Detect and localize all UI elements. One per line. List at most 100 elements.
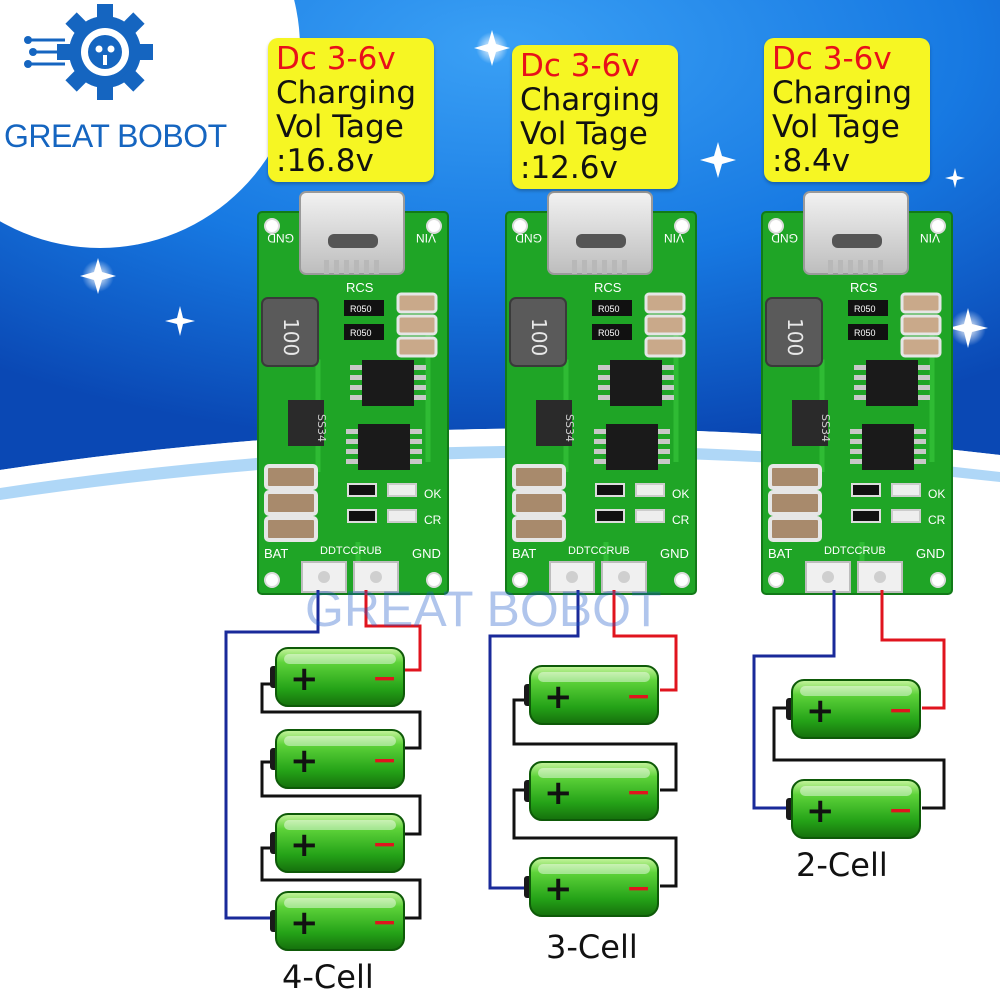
capacitor [512,464,566,490]
inductor-code: 100 [527,318,551,356]
mounting-hole [768,218,784,234]
bat-pad [301,561,347,593]
gnd-pad [601,561,647,593]
ic-pin [410,459,422,464]
capacitor [396,314,438,336]
ic-pin [658,449,670,454]
ic-pin [662,375,674,380]
ic-pin [350,365,362,370]
wire-positive-red [880,590,946,710]
cr-led-label: CR [928,513,946,527]
vin-label: VIN [920,231,940,245]
resistor [347,509,377,523]
mounting-hole [264,218,280,234]
inductor-code: 100 [783,318,807,356]
battery-body [529,665,659,725]
minus-sign: − [888,693,913,728]
ic-pin [662,395,674,400]
wire-series [512,788,678,888]
resistor [592,300,632,316]
ddtcc-label: DDTCCRUB [568,545,630,557]
capacitor [512,516,566,542]
cell-count-label-2: 2-Cell [796,846,888,884]
plus-sign: + [290,825,319,865]
usb-pin [582,260,587,274]
ic-pin [850,429,862,434]
ic-pin [658,459,670,464]
voltage-text: Vol Tage [772,109,900,145]
usb-c-connector [803,191,909,275]
usb-pin [858,260,863,274]
pad-hole [874,571,886,583]
ic-pin [850,449,862,454]
usb-pin [592,260,597,274]
battery-shine [538,768,650,778]
charge-voltage-value: :16.8v [276,143,374,179]
led [387,509,417,523]
usb-pin [868,260,873,274]
ic-pin [414,395,426,400]
charging-text: Charging [520,82,661,118]
ic-pin [850,439,862,444]
gnd-label: GND [771,231,798,245]
resistor-code: R050 [854,304,876,314]
minus-sign: − [626,775,651,810]
inductor [509,297,567,367]
charging-text: Charging [276,75,417,111]
diode-code: SS34 [563,414,576,442]
battery-cell: +− [270,647,405,707]
cr-led-label: CR [424,513,442,527]
usb-pin [354,260,359,274]
led [635,483,665,497]
ic-pin [918,365,930,370]
mosfet-ic [606,424,658,470]
battery-cell: +− [524,761,659,821]
input-voltage: Dc 3-6v [276,41,396,77]
wire-series [512,698,678,792]
battery-shine [800,686,912,696]
battery-cell: +− [786,679,921,739]
battery-shine [538,672,650,682]
ic-pin [598,385,610,390]
diode-code: SS34 [819,414,832,442]
ic-pin [854,395,866,400]
resistor [344,324,384,340]
battery-cell: +− [524,857,659,917]
gnd-label: GND [515,231,542,245]
usb-pin [324,260,329,274]
mounting-hole [264,572,280,588]
ic-pin [658,439,670,444]
ic-pin [854,375,866,380]
mounting-hole [930,572,946,588]
battery-shine [284,654,396,664]
capacitor [512,490,566,516]
ic-pin [914,449,926,454]
input-voltage: Dc 3-6v [520,48,640,84]
mounting-hole [426,572,442,588]
usb-c-port [576,234,626,248]
usb-pin [374,260,379,274]
plus-sign: + [544,677,573,717]
ic-pin [598,365,610,370]
watermark-text: GREAT BOBOT [305,581,662,637]
mosfet-ic [862,424,914,470]
battery-body [791,779,921,839]
ic-pin [850,459,862,464]
ic-pin [914,429,926,434]
battery-cell: +− [524,665,659,725]
plus-sign: + [806,791,835,831]
bat-label: BAT [768,546,792,561]
cr-led-label: CR [672,513,690,527]
ddtcc-label: DDTCCRUB [824,545,886,557]
resistor [595,483,625,497]
capacitor [644,314,686,336]
capacitor [900,314,942,336]
resistor [851,509,881,523]
wire-positive-red [612,590,678,692]
capacitor [768,516,822,542]
ic-pin [410,449,422,454]
battery-body [529,761,659,821]
rcs-label: RCS [346,280,374,295]
